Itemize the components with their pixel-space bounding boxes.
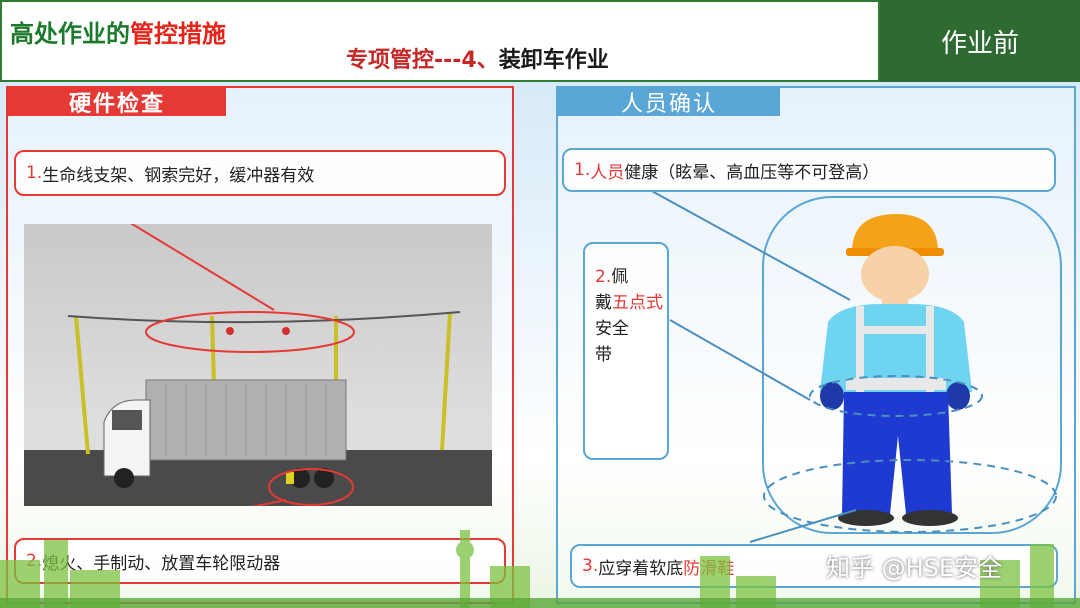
item-text-line2: 戴 xyxy=(595,293,612,313)
harness-highlight xyxy=(809,375,983,417)
worker-illustration xyxy=(763,214,1057,533)
item-number: 2. xyxy=(595,267,612,287)
item-text-line1: 佩 xyxy=(611,267,629,287)
item-text-block: 2.佩 戴五点式安全 带 xyxy=(595,264,667,368)
title-highlight: 管控措施 xyxy=(130,20,226,48)
personnel-check-item-2: 2.佩 戴五点式安全 带 xyxy=(583,242,669,460)
subtitle-prefix: 专项管控---4、 xyxy=(346,48,499,73)
item-text: 健康（眩晕、高血压等不可登高） xyxy=(624,162,880,183)
personnel-check-item-1: 1.人员健康（眩晕、高血压等不可登高） xyxy=(562,148,1056,192)
shoes-highlight xyxy=(763,459,1057,533)
item-text-line4: 带 xyxy=(595,345,612,365)
worker-frame xyxy=(762,196,1062,534)
personnel-check-tab: 人员确认 xyxy=(558,88,780,117)
personnel-callout-lines xyxy=(649,189,857,543)
hardware-check-tab: 硬件检查 xyxy=(8,88,226,117)
item-highlight: 五点式 xyxy=(612,293,663,313)
item-text-line3: 安全 xyxy=(595,319,629,339)
item-text: 生命线支架、钢索完好，缓冲器有效 xyxy=(42,165,315,186)
header-bar xyxy=(0,0,880,82)
lifeline-wire xyxy=(67,311,461,324)
lifeline-truck-illustration xyxy=(67,224,461,506)
item-highlight: 人员 xyxy=(590,162,625,183)
hard-hat xyxy=(852,214,938,252)
hardware-check-item-1: 1.生命线支架、钢索完好，缓冲器有效 xyxy=(14,150,506,196)
page-subtitle: 专项管控---4、装卸车作业 xyxy=(346,42,609,74)
lifeline-highlight xyxy=(145,311,355,353)
stage-label: 作业前 xyxy=(880,0,1080,82)
city-skyline-decoration xyxy=(0,530,1080,608)
watermark-text: 知乎 @HSE安全 xyxy=(826,554,1003,582)
wheel-chock-highlight xyxy=(268,468,354,506)
page-title: 高处作业的管控措施 xyxy=(10,14,226,49)
item-text: 熄火、手制动、放置车轮限动器 xyxy=(42,553,281,574)
item-text: 应穿着软底 xyxy=(598,558,684,579)
subtitle-rest: 装卸车作业 xyxy=(498,48,609,73)
safety-harness xyxy=(846,378,946,390)
title-main: 高处作业的 xyxy=(10,20,130,48)
item-number: 3. xyxy=(582,556,599,576)
worker-pants xyxy=(842,392,952,514)
item-number: 1. xyxy=(574,160,591,180)
item-number: 1. xyxy=(26,163,43,183)
